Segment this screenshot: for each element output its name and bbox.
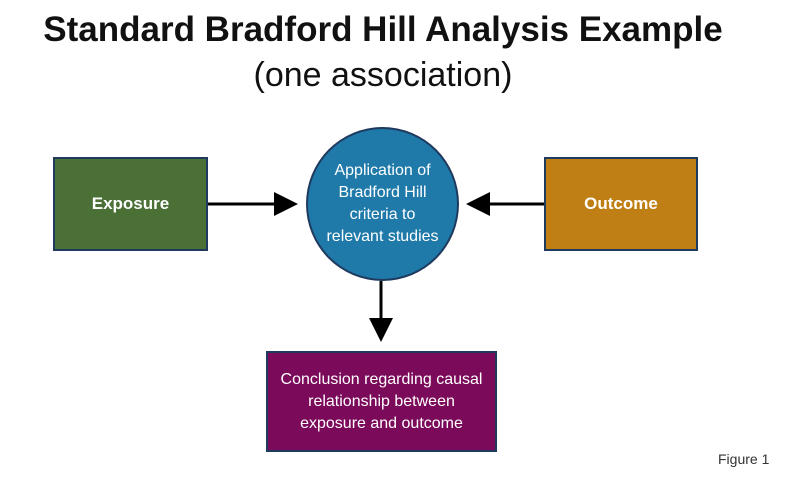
application-circle: Application of Bradford Hill criteria to…	[306, 127, 459, 281]
exposure-box: Exposure	[53, 157, 208, 251]
page-title: Standard Bradford Hill Analysis Example	[43, 10, 723, 49]
figure-label: Figure 1	[718, 451, 770, 467]
page-subtitle: (one association)	[253, 56, 513, 94]
conclusion-box: Conclusion regarding causal relationship…	[266, 351, 497, 452]
outcome-box: Outcome	[544, 157, 698, 251]
